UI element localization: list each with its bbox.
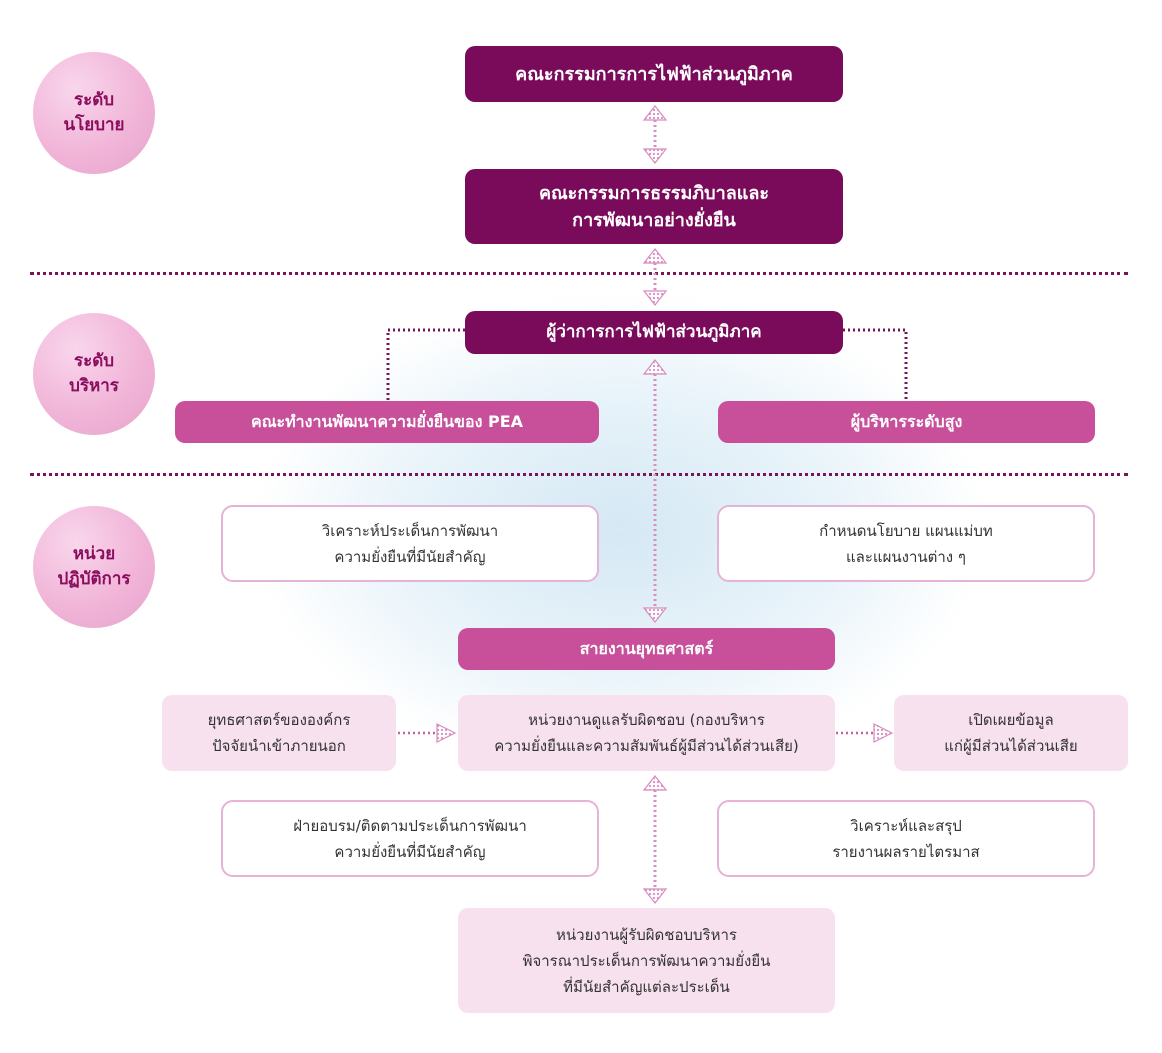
train-follow-line2: ความยั่งยืนที่มีนัยสำคัญ xyxy=(334,842,486,861)
set-policy-line1: กำหนดนโยบาย แผนแม่บท xyxy=(819,521,993,540)
arrow-committee-governor xyxy=(642,248,668,306)
level-policy-circle: ระดับ นโยบาย xyxy=(33,52,155,174)
level-management-line1: ระดับ xyxy=(73,351,115,371)
board-box: คณะกรรมการการไฟฟ้าส่วนภูมิภาค xyxy=(465,46,843,102)
train-follow-line1: ฝ่ายอบรม/ติดตามประเด็นการพัฒนา xyxy=(293,816,527,835)
arrowhead-unit-to-disclosure xyxy=(873,723,894,743)
admin-units-line2: พิจารณาประเด็นการพัฒนาความยั่งยืน xyxy=(522,951,771,970)
level-operation-circle: หน่วย ปฏิบัติการ xyxy=(33,506,155,628)
governance-committee-box: คณะกรรมการธรรมภิบาลและ การพัฒนาอย่างยั่ง… xyxy=(465,169,843,244)
governance-committee-line1: คณะกรรมการธรรมภิบาลและ xyxy=(538,182,770,204)
disclosure-box: เปิดเผยข้อมูล แก่ผู้มีส่วนได้ส่วนเสีย xyxy=(894,695,1128,771)
level-policy-line1: ระดับ xyxy=(73,90,115,110)
section-divider-management xyxy=(30,473,1128,476)
quarterly-report-box: วิเคราะห์และสรุป รายงานผลรายไตรมาส xyxy=(717,800,1095,877)
disclosure-line2: แก่ผู้มีส่วนได้ส่วนเสีย xyxy=(944,737,1078,755)
admin-units-line3: ที่มีนัยสำคัญแต่ละประเด็น xyxy=(563,977,730,996)
arrow-governor-strategy xyxy=(642,359,668,623)
org-strategy-box: ยุทธศาสตร์ขององค์กร ปัจจัยนำเข้าภายนอก xyxy=(162,695,396,771)
responsible-unit-line2: ความยั่งยืนและความสัมพันธ์ผู้มีส่วนได้ส่… xyxy=(494,737,799,755)
responsible-unit-line1: หน่วยงานดูแลรับผิดชอบ (กองบริหาร xyxy=(528,711,765,729)
board-label: คณะกรรมการการไฟฟ้าส่วนภูมิภาค xyxy=(515,63,793,85)
strategy-line-label: สายงานยุทธศาสตร์ xyxy=(579,638,714,658)
set-policy-box: กำหนดนโยบาย แผนแม่บท และแผนงานต่าง ๆ xyxy=(717,505,1095,582)
governor-label: ผู้ว่าการการไฟฟ้าส่วนภูมิภาค xyxy=(546,322,762,342)
executives-label: ผู้บริหารระดับสูง xyxy=(850,411,963,431)
analyze-issues-box: วิเคราะห์ประเด็นการพัฒนา ความยั่งยืนที่ม… xyxy=(221,505,599,582)
arrow-unit-admin xyxy=(642,775,668,904)
level-management-line2: บริหาร xyxy=(69,376,119,396)
level-policy-line2: นโยบาย xyxy=(63,115,125,135)
quarterly-report-line1: วิเคราะห์และสรุป xyxy=(850,816,962,835)
connector-governor-executives xyxy=(843,328,908,402)
governor-box: ผู้ว่าการการไฟฟ้าส่วนภูมิภาค xyxy=(465,311,843,354)
governance-committee-line2: การพัฒนาอย่างยั่งยืน xyxy=(572,209,736,231)
working-group-label: คณะทำงานพัฒนาความยั่งยืนของ PEA xyxy=(250,411,523,431)
strategy-line-box: สายงานยุทธศาสตร์ xyxy=(458,628,835,670)
arrowhead-strategy-to-unit xyxy=(436,723,457,743)
section-divider-policy xyxy=(30,272,1128,275)
level-management-circle: ระดับ บริหาร xyxy=(33,313,155,435)
working-group-box: คณะทำงานพัฒนาความยั่งยืนของ PEA xyxy=(175,401,599,443)
connector-governor-working-group xyxy=(386,328,465,402)
org-strategy-line1: ยุทธศาสตร์ขององค์กร xyxy=(207,711,351,729)
set-policy-line2: และแผนงานต่าง ๆ xyxy=(846,547,966,566)
level-operation-line1: หน่วย xyxy=(72,544,116,564)
disclosure-line1: เปิดเผยข้อมูล xyxy=(968,711,1054,729)
analyze-issues-line1: วิเคราะห์ประเด็นการพัฒนา xyxy=(321,521,499,540)
quarterly-report-line2: รายงานผลรายไตรมาส xyxy=(832,842,980,861)
admin-units-box: หน่วยงานผู้รับผิดชอบบริหาร พิจารณาประเด็… xyxy=(458,908,835,1013)
org-strategy-line2: ปัจจัยนำเข้าภายนอก xyxy=(212,737,346,755)
level-operation-line2: ปฏิบัติการ xyxy=(57,569,131,589)
admin-units-line1: หน่วยงานผู้รับผิดชอบบริหาร xyxy=(556,925,737,944)
executives-box: ผู้บริหารระดับสูง xyxy=(718,401,1095,443)
responsible-unit-box: หน่วยงานดูแลรับผิดชอบ (กองบริหาร ความยั่… xyxy=(458,695,835,771)
arrow-board-committee xyxy=(642,105,668,164)
train-follow-box: ฝ่ายอบรม/ติดตามประเด็นการพัฒนา ความยั่งย… xyxy=(221,800,599,877)
analyze-issues-line2: ความยั่งยืนที่มีนัยสำคัญ xyxy=(334,547,486,566)
